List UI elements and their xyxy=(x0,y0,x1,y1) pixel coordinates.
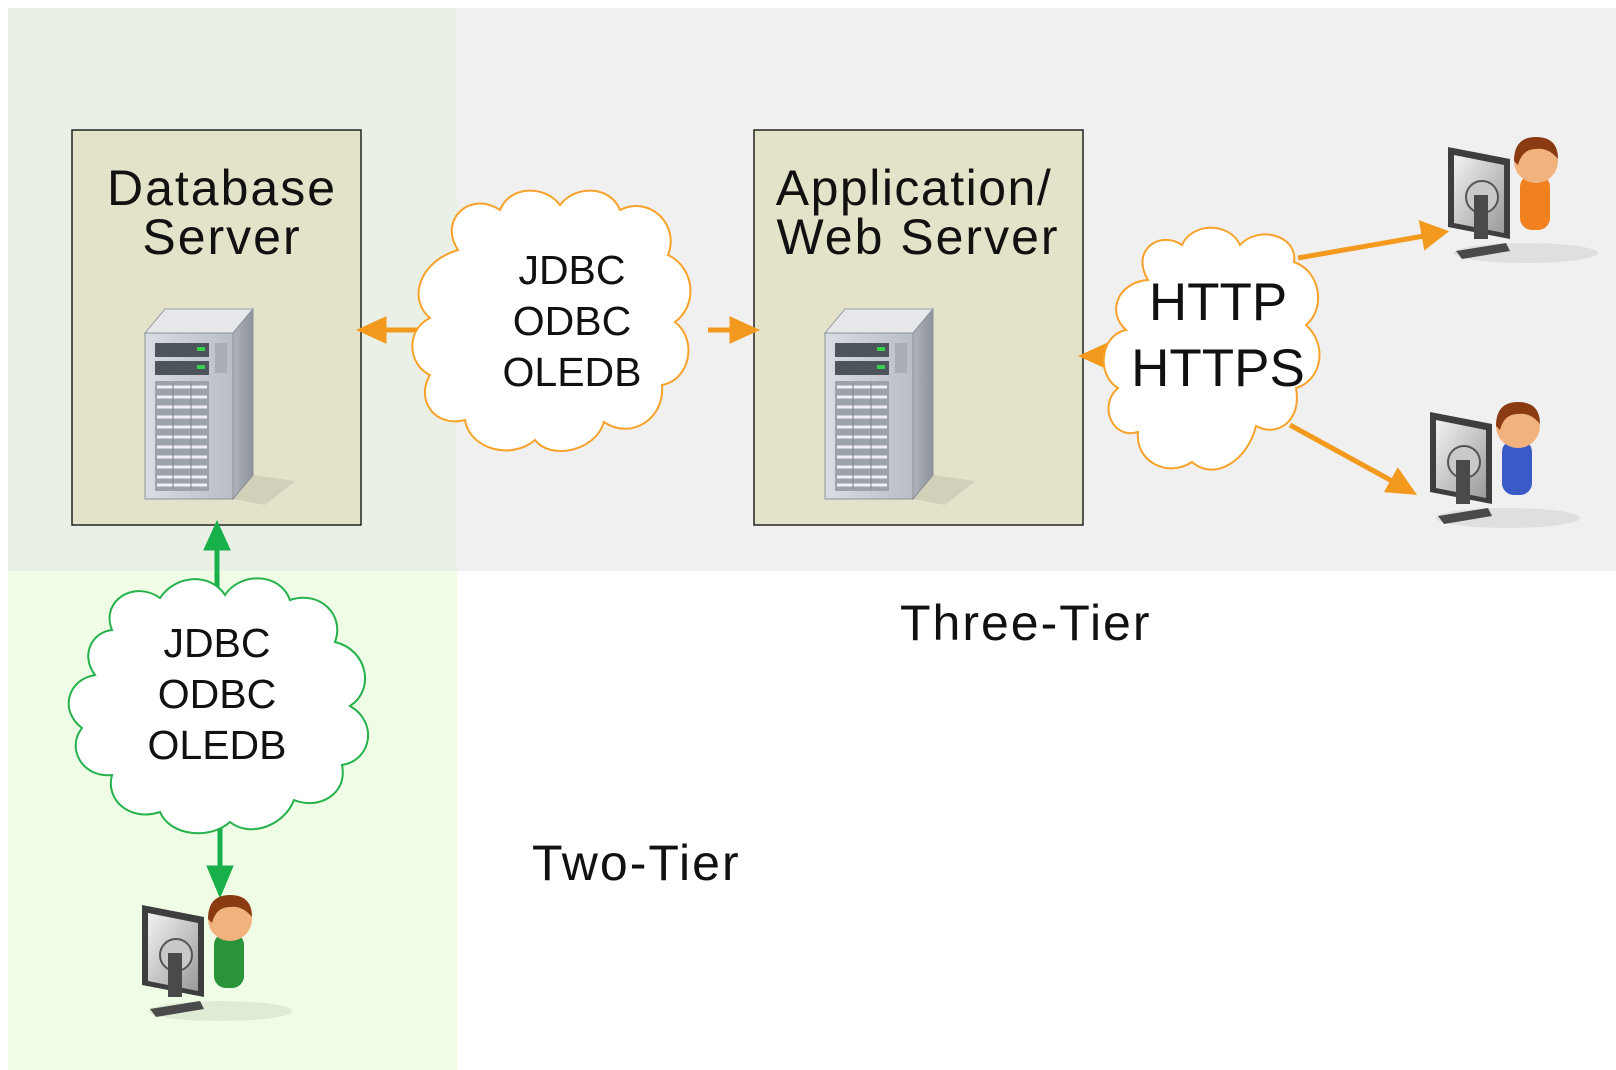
cloud-two-tier-line1: JDBC xyxy=(163,620,270,666)
cloud-http-line2: HTTPS xyxy=(1131,339,1305,398)
cloud-two-tier-line3: OLEDB xyxy=(148,722,287,768)
cloud-db-app-line2: ODBC xyxy=(513,298,631,344)
database-server-label-line2: Server xyxy=(142,209,301,265)
two-tier-label: Two-Tier xyxy=(532,835,741,891)
cloud-db-app-line1: JDBC xyxy=(518,247,625,293)
app-server-box: Application/ Web Server xyxy=(753,129,1084,526)
database-server-label-line1: Database xyxy=(107,160,337,216)
cloud-db-app-line3: OLEDB xyxy=(503,349,642,395)
app-server-label-line2: Web Server xyxy=(776,209,1059,265)
cloud-http-line1: HTTP xyxy=(1149,273,1287,332)
database-server-box: Database Server xyxy=(71,129,362,526)
cloud-http: HTTP HTTPS xyxy=(1102,226,1321,471)
cloud-two-tier-line2: ODBC xyxy=(158,671,276,717)
arrow-db-app xyxy=(355,316,761,344)
cloud-db-app: JDBC ODBC OLEDB xyxy=(411,189,692,452)
three-tier-label: Three-Tier xyxy=(900,595,1152,651)
app-server-label-line1: Application/ xyxy=(776,160,1053,216)
cloud-two-tier: JDBC ODBC OLEDB xyxy=(67,577,370,835)
